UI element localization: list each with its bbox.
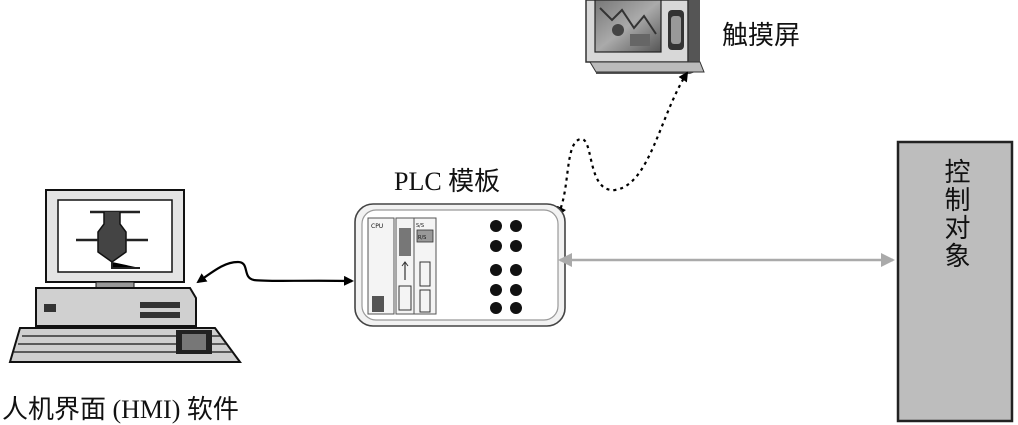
plc-module-label: PLC 模板 xyxy=(394,167,500,196)
touchscreen-plc-link xyxy=(556,71,689,217)
hmi-computer-icon xyxy=(8,189,242,363)
plc-cpu-chip-label: CPU xyxy=(371,223,383,230)
plc-module-a-chip-label: S/S xyxy=(416,223,424,229)
plc-module-icon: CPU S/S R/S xyxy=(354,203,566,327)
control-object-label: 控制对象 xyxy=(940,158,970,270)
plc-terminals xyxy=(490,220,522,314)
touchscreen-monitor-icon xyxy=(585,0,705,74)
hmi-plc-link xyxy=(196,260,354,286)
control-object-box xyxy=(896,140,1014,423)
hmi-software-label: 人机界面 (HMI) 软件 xyxy=(2,395,239,424)
plc-module-b-chip-label: R/S xyxy=(418,235,426,241)
touchscreen-label: 触摸屏 xyxy=(722,21,800,51)
